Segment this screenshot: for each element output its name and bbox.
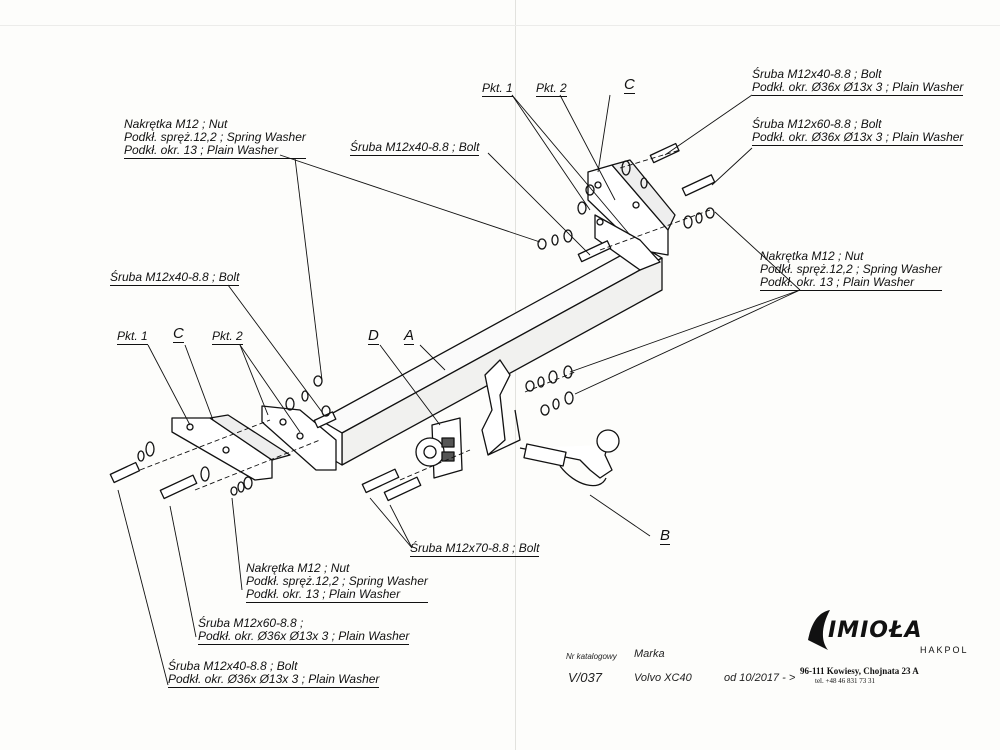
label-line: Podkł. okr. Ø36x Ø13x 3 ; Plain Washer [752,80,964,96]
label-bottom-nut: Nakrętka M12 ; Nut Podkł. spręż.12,2 ; S… [246,562,428,603]
bolts-bottom [109,142,716,502]
company-logo: IMIOŁA [828,618,923,643]
label-bottom-bolt-m70: Śruba M12x70-8.8 ; Bolt [410,541,540,557]
label-bottom-bolt-m40: Śruba M12x40-8.8 ; Bolt Podkł. okr. Ø36x… [168,659,380,688]
company-sub: HAKPOL [920,645,969,655]
marker-text: D [368,327,379,345]
marker-pkt1-left: Pkt. 1 [117,330,148,345]
marker-pkt2-left: Pkt. 2 [212,330,243,345]
marker-text: A [404,327,415,345]
center-hitch-bracket [481,359,521,456]
label-line: Śruba M12x40-8.8 ; Bolt [168,659,298,673]
marker-b: B [660,527,671,545]
label-line: Nakrętka M12 ; Nut [760,249,864,263]
label-top-right-bolt-2: Śruba M12x60-8.8 ; Bolt Podkł. okr. Ø36x… [752,117,964,146]
label-line: Podkł. okr. Ø36x Ø13x 3 ; Plain Washer [168,672,380,688]
marker-pkt2-top: Pkt. 2 [536,82,567,97]
left-side-bracket [171,405,337,481]
label-line: Podkł. okr. 13 ; Plain Washer [760,276,942,291]
marker-c-top: C [624,76,635,94]
company-address: 96-111 Kowiesy, Chojnata 23 A [800,666,919,676]
label-line: Śruba M12x40-8.8 ; Bolt [752,67,882,81]
catalog-number-label: Nr katalogowy [566,652,617,661]
tow-ball-b [519,429,620,487]
page-fold-vertical [515,0,516,750]
label-top-left-nut: Nakrętka M12 ; Nut Podkł. spręż.12,2 ; S… [124,118,306,159]
label-line: Podkł. okr. 13 ; Plain Washer [246,588,428,603]
catalog-number: V/037 [568,670,602,685]
label-line: Śruba M12x70-8.8 ; Bolt [410,541,540,557]
label-line: Podkł. spręż.12,2 ; Spring Washer [124,130,306,144]
label-line: Nakrętka M12 ; Nut [246,561,350,575]
socket-plate-d [415,417,463,479]
label-left-bolt: Śruba M12x40-8.8 ; Bolt [110,270,240,286]
label-line: Podkł. okr. Ø36x Ø13x 3 ; Plain Washer [752,130,964,146]
label-line: Podkł. spręż.12,2 ; Spring Washer [246,574,428,588]
marker-text: C [173,325,184,343]
marker-text: B [660,527,671,545]
production-date: od 10/2017 - > [724,672,796,684]
vehicle-model: Volvo XC40 [634,672,692,684]
label-line: Śruba M12x40-8.8 ; Bolt [110,270,240,286]
marker-c-left: C [173,325,184,343]
marker-text: Pkt. 2 [212,329,243,345]
washers-nuts [137,160,715,496]
label-top-right-bolt-1: Śruba M12x40-8.8 ; Bolt Podkł. okr. Ø36x… [752,67,964,96]
logo-swoosh [808,610,830,650]
label-right-nut: Nakrętka M12 ; Nut Podkł. spręż.12,2 ; S… [760,250,942,291]
right-side-bracket [587,159,676,271]
label-line: Podkł. okr. 13 ; Plain Washer [124,144,306,159]
marker-text: C [624,76,635,94]
marker-a: A [404,327,415,345]
label-line: Podkł. okr. Ø36x Ø13x 3 ; Plain Washer [198,629,410,645]
marker-pkt1-top: Pkt. 1 [482,82,513,97]
label-line: Śruba M12x60-8.8 ; Bolt [752,117,882,131]
page-fold-horizontal [0,25,1000,26]
label-line: Nakrętka M12 ; Nut [124,117,228,131]
label-line: Śruba M12x40-8.8 ; Bolt [350,140,480,156]
marker-text: Pkt. 1 [482,81,513,97]
marker-text: Pkt. 2 [536,81,567,97]
label-bottom-bolt-m60: Śruba M12x60-8.8 ; Podkł. okr. Ø36x Ø13x… [198,616,410,645]
marker-d: D [368,327,379,345]
company-phone: tel. +48 46 831 73 31 [815,677,875,685]
brand-label: Marka [634,648,665,660]
marker-text: Pkt. 1 [117,329,148,345]
label-line: Podkł. spręż.12,2 ; Spring Washer [760,262,942,276]
label-line: Śruba M12x60-8.8 ; [198,616,304,630]
label-center-bolt: Śruba M12x40-8.8 ; Bolt [350,140,480,156]
